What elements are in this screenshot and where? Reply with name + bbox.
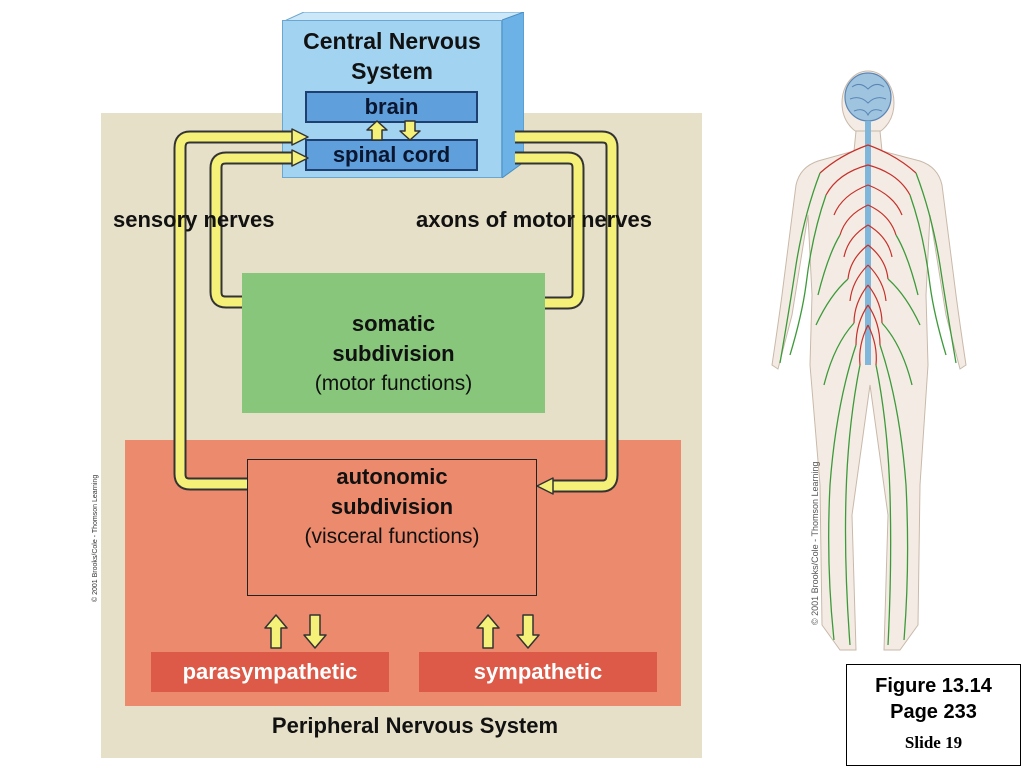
motor-nerves-label: axons of motor nerves	[416, 207, 652, 232]
cns-box-top	[282, 12, 524, 22]
parasympathetic-box: parasympathetic	[151, 652, 389, 692]
brain-box: brain	[305, 91, 478, 123]
figure-number: Figure 13.14	[875, 675, 992, 697]
parasympathetic-down-arrow	[303, 614, 327, 649]
human-nervous-system-illustration	[771, 70, 967, 651]
parasympathetic-up-arrow	[264, 614, 288, 649]
spinal-cord-box: spinal cord	[305, 139, 478, 171]
sympathetic-box: sympathetic	[419, 652, 657, 692]
credit-left: © 2001 Brooks/Cole - Thomson Learning	[92, 474, 99, 602]
sympathetic-down-arrow	[516, 614, 540, 649]
cns-title: Central Nervous System	[282, 26, 502, 86]
brain-spinal-down-arrow	[399, 120, 421, 141]
brain-spinal-up-arrow	[366, 120, 388, 141]
cns-title-line1: Central Nervous	[303, 28, 481, 54]
red-nerve-branches	[819, 144, 917, 366]
figure-reference-box: Figure 13.14 Page 233 Slide 19	[846, 664, 1021, 766]
somatic-line3: (motor functions)	[314, 372, 473, 395]
somatic-subdivision-box: somatic subdivision (motor functions)	[242, 273, 545, 413]
sympathetic-up-arrow	[476, 614, 500, 649]
green-nerve-branches	[779, 172, 957, 646]
pns-title: Peripheral Nervous System	[271, 713, 559, 738]
autonomic-line1: autonomic	[336, 464, 448, 489]
sensory-nerves-label: sensory nerves	[113, 207, 275, 232]
cns-title-line2: System	[351, 58, 433, 84]
autonomic-line2: subdivision	[330, 494, 454, 519]
slide-number: Slide 19	[904, 733, 963, 752]
figure-page: Page 233	[890, 701, 977, 723]
somatic-line1: somatic	[351, 311, 436, 336]
autonomic-subdivision-box: autonomic subdivision (visceral function…	[247, 459, 537, 596]
credit-right: © 2001 Brooks/Cole - Thomson Learning	[810, 461, 820, 625]
somatic-line2: subdivision	[332, 341, 455, 366]
autonomic-line3: (visceral functions)	[304, 525, 480, 548]
